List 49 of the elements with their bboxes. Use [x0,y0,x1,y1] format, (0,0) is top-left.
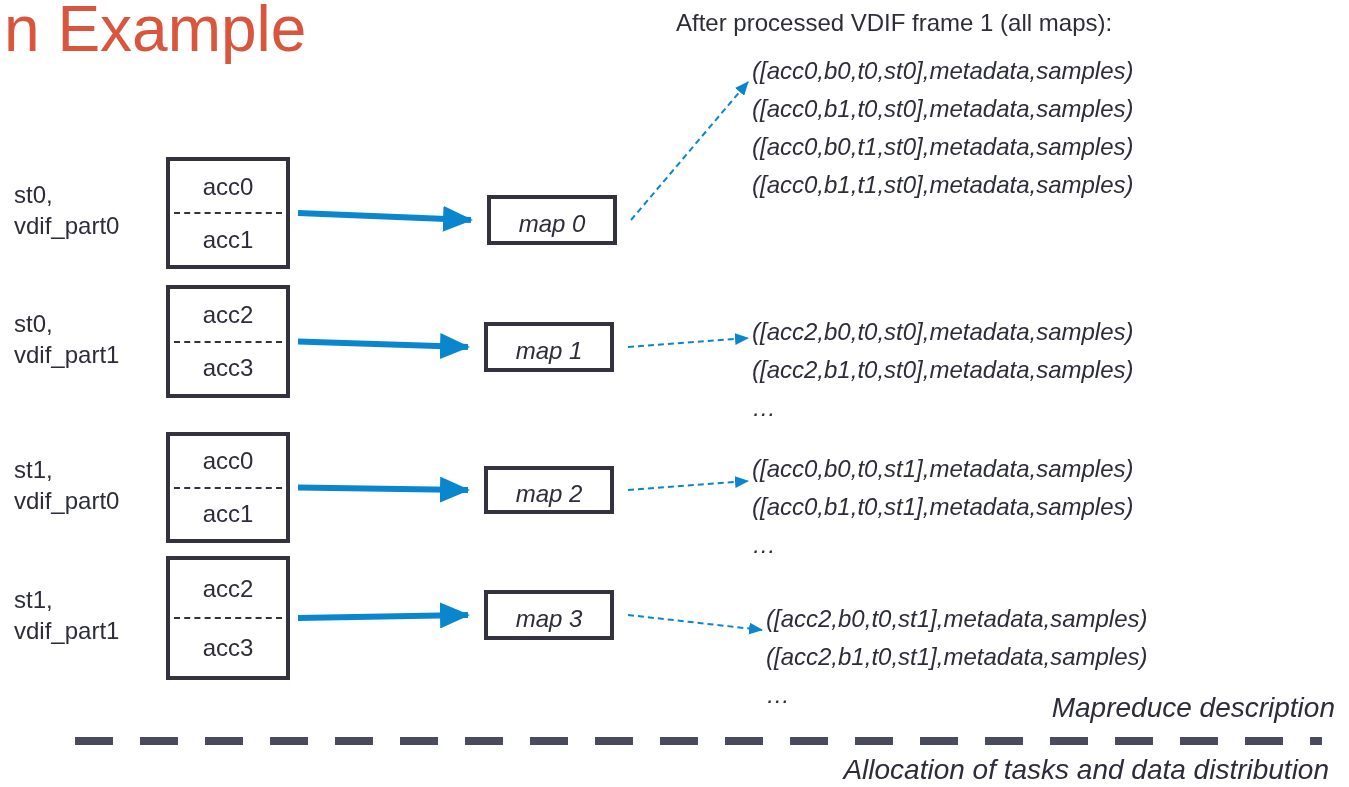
key-value-tuple: ([acc2,b1,t0,st1],metadata,samples) [766,642,1148,672]
key-value-tuple: ([acc0,b0,t0,st0],metadata,samples) [752,56,1134,86]
slide-title: n Example [4,0,307,65]
accumulator-label: acc1 [202,501,254,526]
output-heading: After processed VDIF frame 1 (all maps): [676,8,1113,38]
accumulator-label: acc2 [202,576,254,601]
key-value-tuple: ([acc0,b1,t0,st1],metadata,samples) [752,492,1134,522]
arrow [627,333,749,348]
key-value-tuple: ([acc0,b0,t0,st1],metadata,samples) [752,454,1134,484]
accumulator-label: acc3 [202,356,254,381]
stream-label: st0, vdif_part0 [14,180,121,242]
key-value-tuple: ([acc2,b0,t0,st0],metadata,samples) [752,317,1134,347]
stream-label: st1, vdif_part0 [14,454,121,516]
map-task-box [484,322,614,372]
accumulator-label: acc1 [202,227,254,252]
key-value-tuple: … [752,530,776,560]
section-caption: Allocation of tasks and data distribution [843,753,1329,787]
key-value-tuple: … [752,393,776,423]
map-label: map 2 [515,479,583,506]
arrow [627,614,763,635]
key-value-tuple: ([acc0,b1,t1,st0],metadata,samples) [752,170,1134,200]
data-partition-box [166,157,290,269]
arrow [627,476,749,491]
key-value-tuple: … [766,680,790,710]
data-partition-box [166,432,290,543]
arrow [297,602,470,629]
stream-label: st1, vdif_part1 [14,585,121,647]
accumulator-label: acc3 [202,635,254,660]
accumulator-label: acc2 [202,302,254,327]
map-task-box [487,195,617,245]
accumulator-label: acc0 [202,449,254,474]
arrow [630,81,749,221]
map-task-box [484,466,614,514]
map-task-box [484,590,614,640]
map-label: map 0 [518,209,586,236]
map-label: map 1 [515,336,583,363]
data-partition-box [166,556,290,680]
key-value-tuple: ([acc0,b1,t0,st0],metadata,samples) [752,94,1134,124]
section-caption: Mapreduce description [1051,691,1335,725]
arrow [297,205,473,232]
arrow [297,476,470,503]
map-label: map 3 [515,604,583,631]
key-value-tuple: ([acc2,b0,t0,st1],metadata,samples) [766,604,1148,634]
accumulator-label: acc0 [202,174,254,199]
key-value-tuple: ([acc2,b1,t0,st0],metadata,samples) [752,355,1134,385]
stream-label: st0, vdif_part1 [14,308,121,370]
data-partition-box [166,285,290,398]
key-value-tuple: ([acc0,b0,t1,st0],metadata,samples) [752,132,1134,162]
arrow [297,333,470,360]
